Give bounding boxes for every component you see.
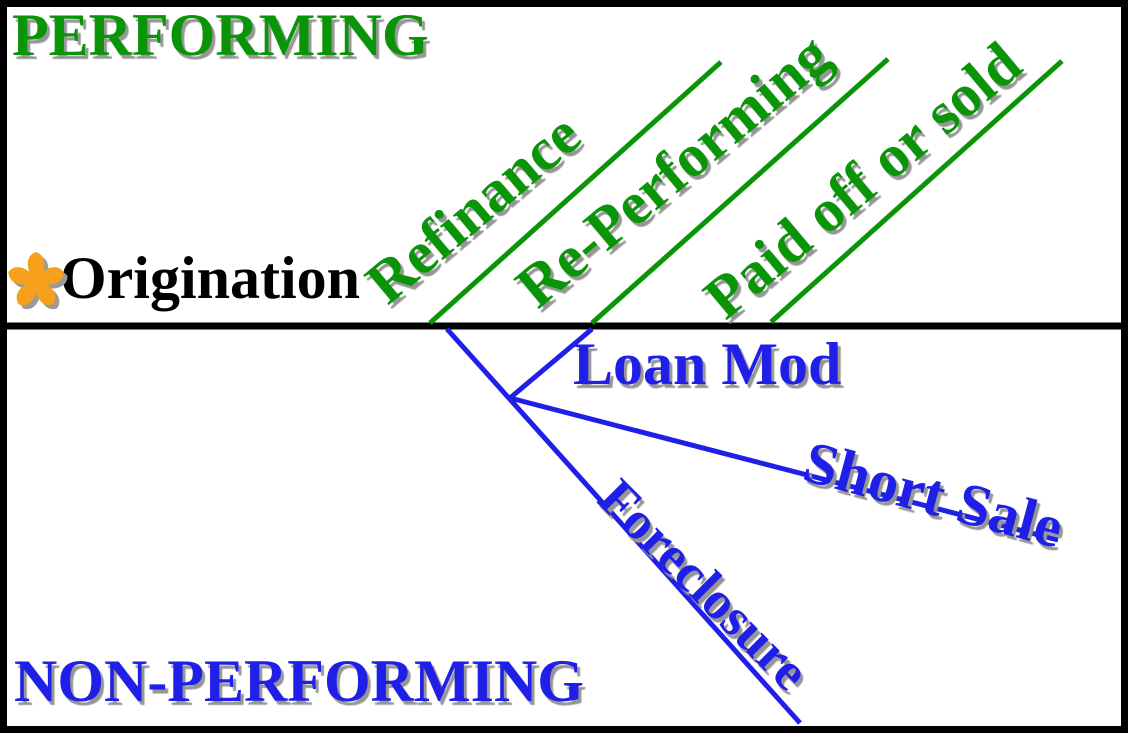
non-performing-zone-label: NON-PERFORMING (14, 648, 584, 714)
performing-zone-label: PERFORMING (12, 2, 429, 68)
short-sale-line (509, 395, 1059, 543)
paid-off-line (769, 59, 1064, 324)
origination-asterisk-icon (6, 252, 68, 314)
loan-mod-line (508, 327, 594, 400)
branch-label-loan-mod: Loan Mod (573, 331, 842, 397)
foreclosure-line (445, 327, 802, 725)
re-performing-line (590, 57, 890, 325)
origination-label: Origination (60, 245, 361, 311)
refinance-line (428, 60, 723, 325)
